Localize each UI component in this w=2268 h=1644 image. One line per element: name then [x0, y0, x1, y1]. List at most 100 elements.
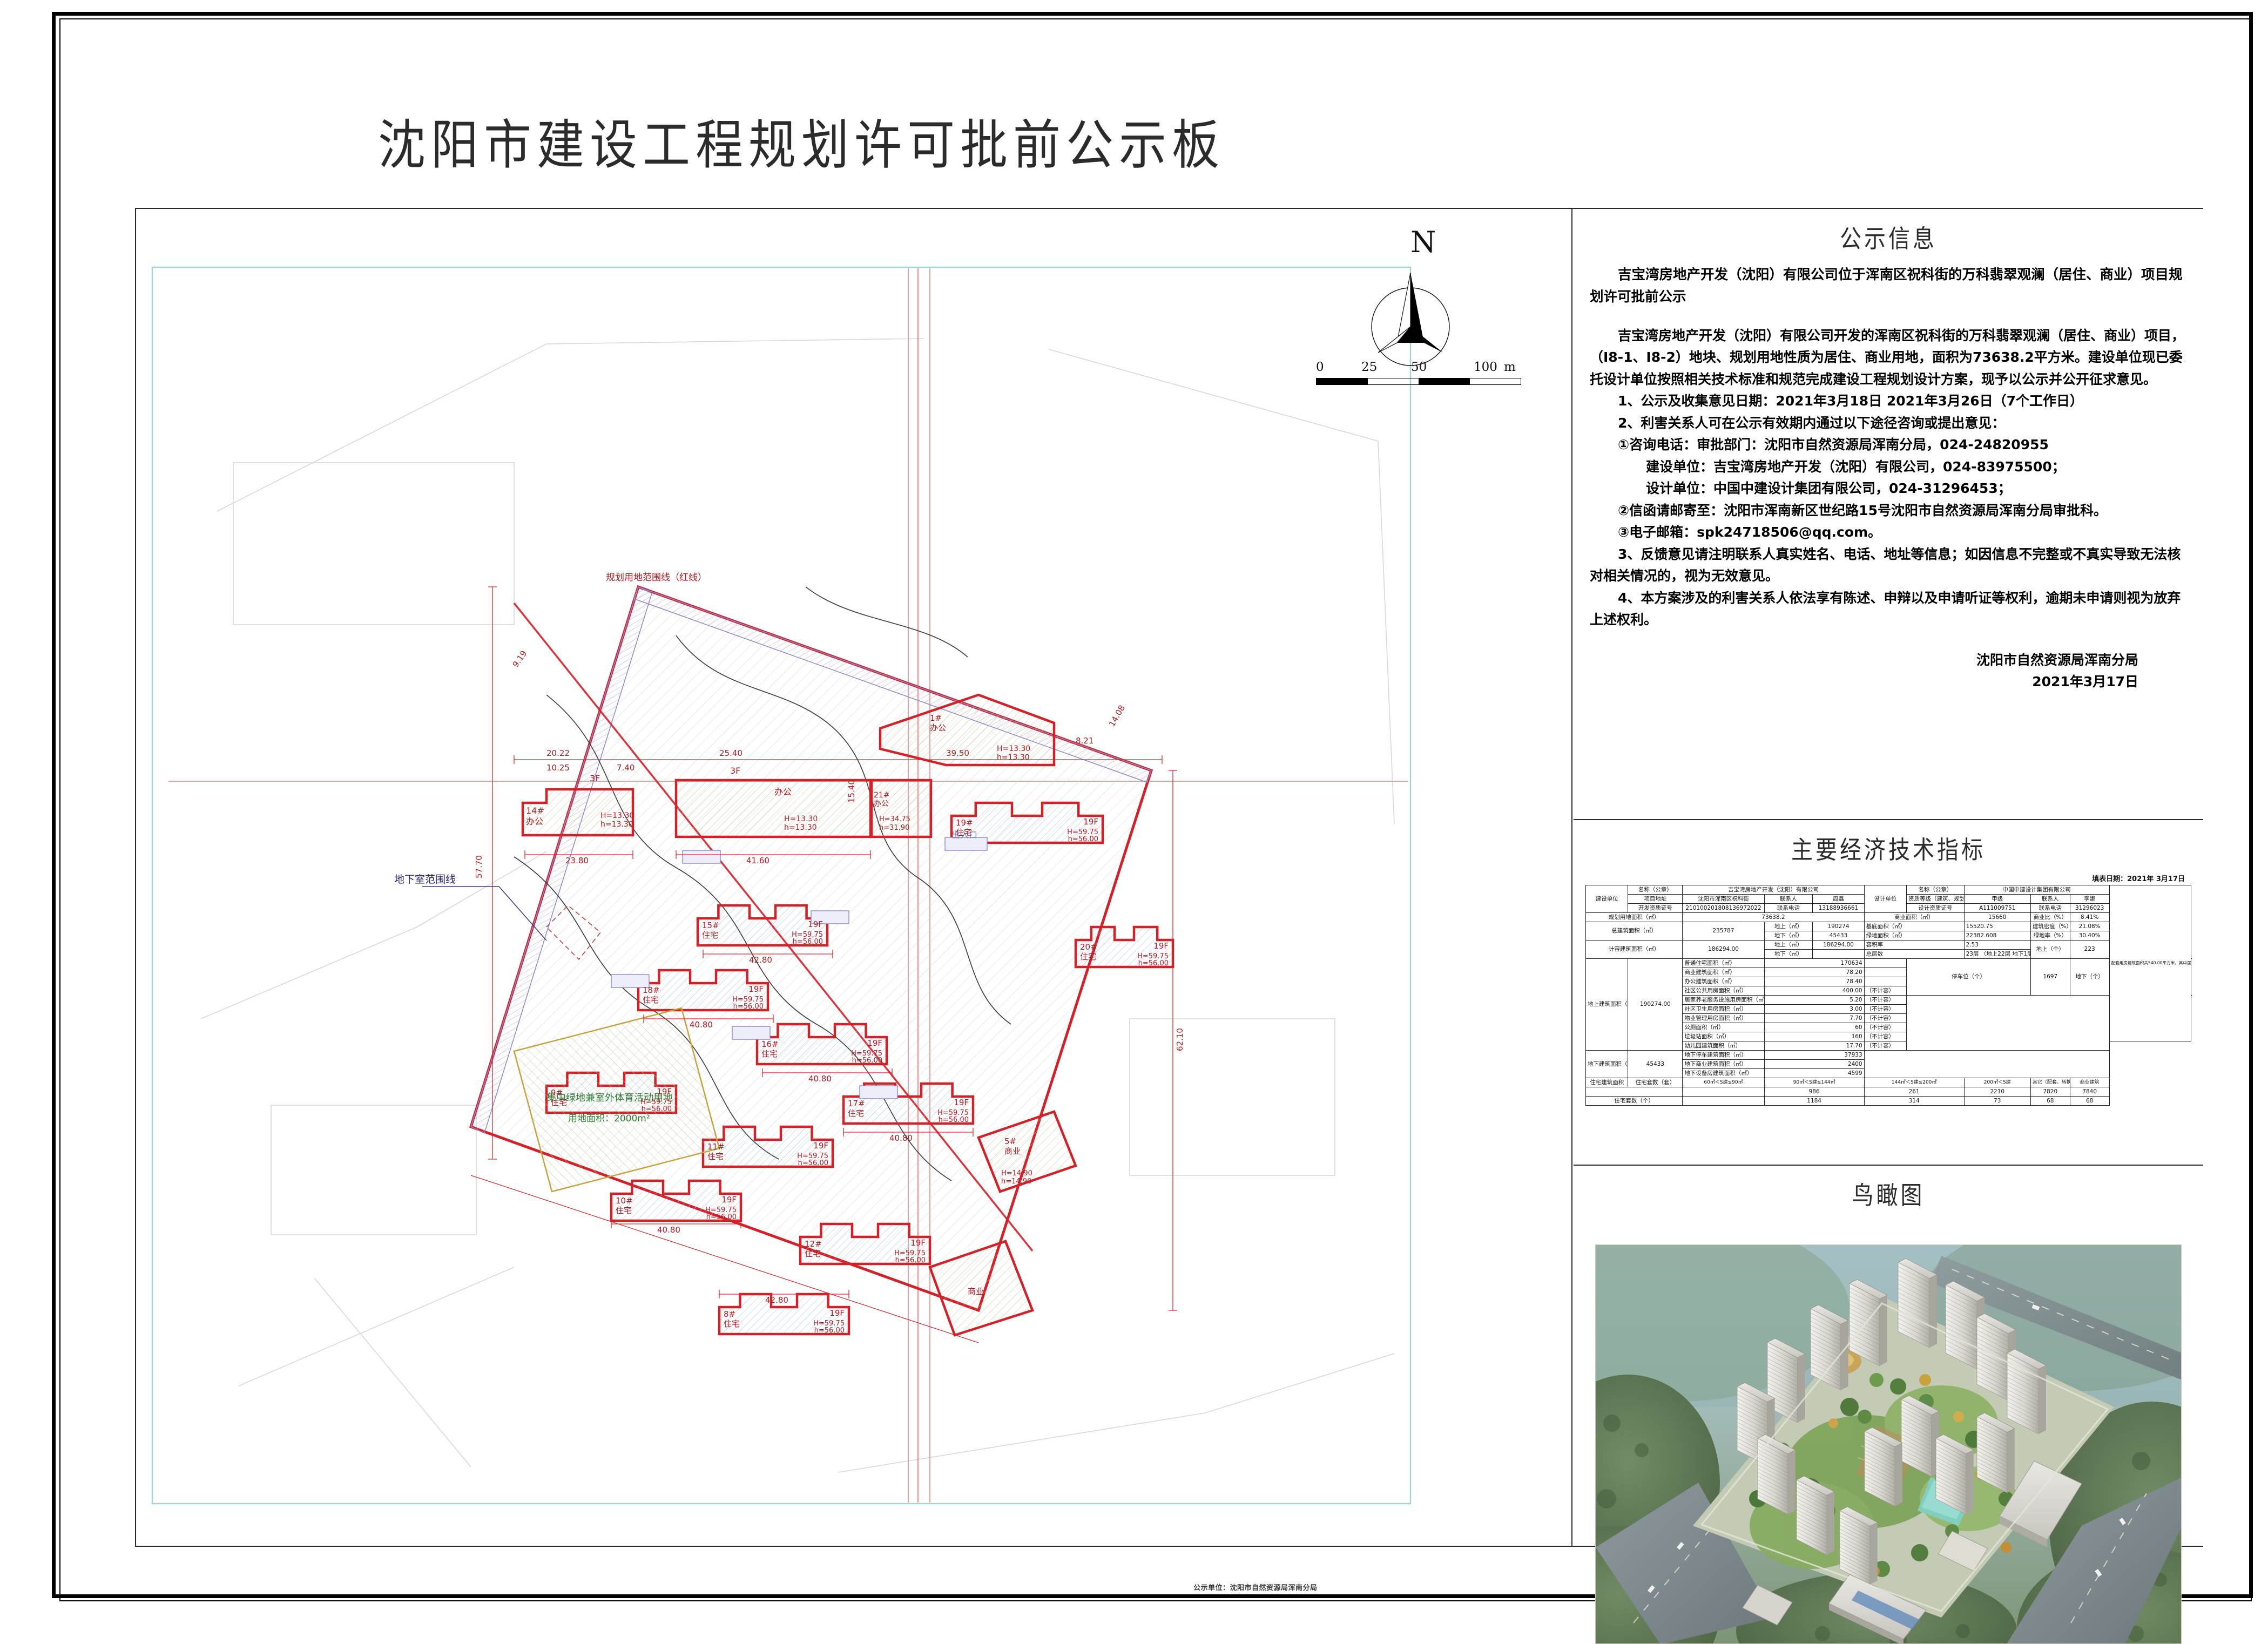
cell-below-item-value-2: 4599 — [1764, 1069, 1864, 1078]
cell-mix-area-5: 7840 — [2070, 1087, 2109, 1097]
svg-text:h=56.00: h=56.00 — [895, 1256, 926, 1264]
svg-text:18#: 18# — [643, 985, 660, 995]
svg-text:3F: 3F — [730, 766, 740, 776]
footer-note: 公示单位：沈阳市自然资源局浑南分局 — [1193, 1582, 1318, 1592]
cell-build-unit-label: 建设单位 — [1586, 885, 1628, 913]
cell-area-item-name-6: 物业管理用房面积（㎡） — [1683, 1014, 1764, 1023]
cell-dev-cert-label: 开发资质证号 — [1628, 904, 1683, 913]
scale-tick-25: 25 — [1361, 360, 1377, 374]
svg-text:h=56.00: h=56.00 — [814, 1327, 845, 1335]
svg-text:办公: 办公 — [774, 787, 792, 797]
svg-text:住宅: 住宅 — [805, 1249, 821, 1259]
svg-text:11#: 11# — [707, 1142, 725, 1152]
site-plan-drawing: 14# 办公 H=13.30 h=13.30 3F 办公 H=13.30 h=1… — [136, 209, 1572, 1546]
cell-area-item-note-7: （不计容） — [1864, 1023, 1906, 1032]
indicators-table-wrap[interactable]: 建设单位 名称（公章） 吉宝湾房地产开发（沈阳）有限公司 设计单位 名称（公章）… — [1574, 885, 2203, 1106]
table-row: 地下建筑面积（㎡） 45433 地下停车建筑面积（㎡） 37933 — [1586, 1051, 2191, 1060]
svg-text:h=13.30: h=13.30 — [997, 753, 1030, 762]
cell-mix-area-blank — [1586, 1087, 1683, 1097]
cell-shop-ratio: 8.41% — [2070, 913, 2109, 922]
cell-floors-label: 总层数 — [1864, 950, 1964, 959]
aerial-building-side — [2039, 1365, 2046, 1434]
cell-housing-mix-unit-label: 住宅套数（套） — [1628, 1078, 1683, 1087]
svg-text:h=56.00: h=56.00 — [1138, 959, 1169, 968]
svg-text:住宅: 住宅 — [702, 930, 718, 940]
cell-project-addr: 沈阳市浑南区祝科街 — [1683, 895, 1764, 904]
cell-area-item-name-5: 社区卫生用房面积（㎡） — [1683, 1005, 1764, 1014]
cell-area-item-value-4: 5.20 — [1764, 996, 1864, 1005]
cell-mix-area-0 — [1683, 1087, 1764, 1097]
cell-floors: 23层 （地上22层 地下1层） — [1964, 950, 2030, 959]
notice-item-4: 4、本方案涉及的利害关系人依法享有陈述、申辩以及申请听证等权利，逾期未申请则视为… — [1590, 587, 2187, 631]
cell-base-area-label: 基底面积（㎡） — [1864, 922, 1964, 931]
cell-contact-label-b: 联系人 — [2030, 895, 2070, 904]
right-column: 公示信息 吉宝湾房地产开发（沈阳）有限公司位于浑南区祝科街的万科翡翠观澜（居住、… — [1574, 209, 2203, 1546]
cell-mix-col-5: 商业建筑 — [2070, 1078, 2109, 1087]
cell-parking-below-label: 地下（个） — [2070, 959, 2109, 996]
svg-text:19F: 19F — [808, 919, 823, 929]
svg-text:21#: 21# — [874, 791, 890, 800]
cell-area-item-value-1: 78.20 — [1764, 968, 1864, 977]
notice-channel-intro: 2、利害关系人可在公示有效期内通过以下途径咨询或提出意见： — [1590, 412, 2187, 435]
cell-density-label: 建筑密度（%） — [2030, 922, 2070, 931]
cell-mix-count-4: 68 — [2030, 1097, 2070, 1106]
underground-boundary-label: 地下室范围线 — [394, 874, 456, 885]
cell-build-unit-name: 吉宝湾房地产开发（沈阳）有限公司 — [1683, 885, 1864, 895]
aerial-building-side — [1827, 1492, 1834, 1555]
scale-bar-labels: 0 25 50 100 m — [1316, 360, 1521, 376]
svg-text:办公: 办公 — [874, 800, 889, 808]
scale-bar-graphic — [1316, 378, 1521, 385]
site-plan-pane[interactable]: 14# 办公 H=13.30 h=13.30 3F 办公 H=13.30 h=1… — [136, 209, 1572, 1546]
green-space-area-label: 用地面积：2000m² — [568, 1113, 650, 1124]
notice-date-line: 1、公示及收集意见日期：2021年3月18日 2021年3月26日（7个工作日） — [1590, 390, 2187, 412]
cell-mix-count-5: 68 — [2070, 1097, 2109, 1106]
cell-far-below — [1813, 950, 1864, 959]
cell-shop-ratio-label: 商业比（%） — [2030, 913, 2070, 922]
notice-panel-title: 公示信息 — [1590, 205, 2187, 265]
cell-housing-count-label: 住宅套数（个） — [1586, 1097, 1683, 1106]
svg-text:规划用地范围线（红线）: 规划用地范围线（红线） — [606, 572, 707, 583]
svg-text:19F: 19F — [813, 1141, 828, 1151]
svg-text:9.19: 9.19 — [511, 649, 529, 669]
cell-contact-label-a: 联系人 — [1764, 895, 1813, 904]
cell-above-total: 190274 — [1813, 922, 1864, 931]
cell-far-build: 186294.00 — [1683, 941, 1764, 959]
cell-mix-col-0: 60㎡＜S建≤90㎡ — [1683, 1078, 1764, 1087]
cell-far-label: 容积率 — [1864, 941, 1964, 950]
svg-text:19F: 19F — [657, 1087, 672, 1097]
cell-spacer — [1907, 996, 2110, 1051]
cell-mix-col-1: 90㎡＜S建≤144㎡ — [1764, 1078, 1864, 1087]
svg-text:19F: 19F — [1153, 941, 1169, 951]
cell-parking-label: 停车位（个） — [1907, 959, 2031, 996]
cell-design-cert-label: 设计资质证号 — [1907, 904, 1964, 913]
cell-land-area: 73638.2 — [1683, 913, 1864, 922]
svg-text:15#: 15# — [702, 921, 719, 930]
cell-mix-area-1: 986 — [1764, 1087, 1864, 1097]
svg-text:19F: 19F — [721, 1195, 737, 1205]
svg-text:16#: 16# — [761, 1039, 779, 1049]
scale-tick-50: 50 — [1411, 360, 1427, 374]
notice-body: 吉宝湾房地产开发（沈阳）有限公司开发的浑南区祝科街的万科翡翠观澜（居住、商业）项… — [1590, 325, 2187, 631]
cell-area-item-name-4: 居家养老服务设施用房面积（㎡） — [1683, 996, 1764, 1005]
cell-area-item-value-5: 3.00 — [1764, 1005, 1864, 1014]
cell-mix-area-3: 2210 — [1964, 1087, 2030, 1097]
cell-parking-above-label: 地上（个） — [2030, 941, 2070, 959]
cell-area-item-name-3: 社区公共用房面积（㎡） — [1683, 986, 1764, 996]
svg-text:住宅: 住宅 — [551, 1098, 567, 1107]
scale-tick-100: 100 — [1474, 360, 1497, 374]
cell-green-ratio: 30.40% — [2070, 931, 2109, 941]
svg-text:12#: 12# — [805, 1239, 822, 1249]
svg-text:9#: 9# — [551, 1088, 563, 1098]
cell-area-item-note-5: （不计容） — [1864, 1005, 1906, 1014]
svg-text:住宅: 住宅 — [848, 1108, 864, 1118]
cell-greenfield: 22382.608 — [1964, 931, 2030, 941]
cell-below-label-2: 地下（㎡） — [1764, 950, 1813, 959]
aerial-rendering[interactable] — [1595, 1244, 2182, 1644]
aerial-panel-title: 鸟瞰图 — [1574, 1162, 2203, 1221]
svg-text:商业: 商业 — [968, 1287, 984, 1296]
aerial-building-side — [1929, 1275, 1937, 1348]
svg-text:19#: 19# — [956, 818, 973, 828]
scale-tick-0: 0 — [1316, 360, 1324, 374]
svg-text:H=14.90: H=14.90 — [1001, 1169, 1032, 1178]
cell-area-item-value-0: 170634 — [1764, 959, 1864, 968]
